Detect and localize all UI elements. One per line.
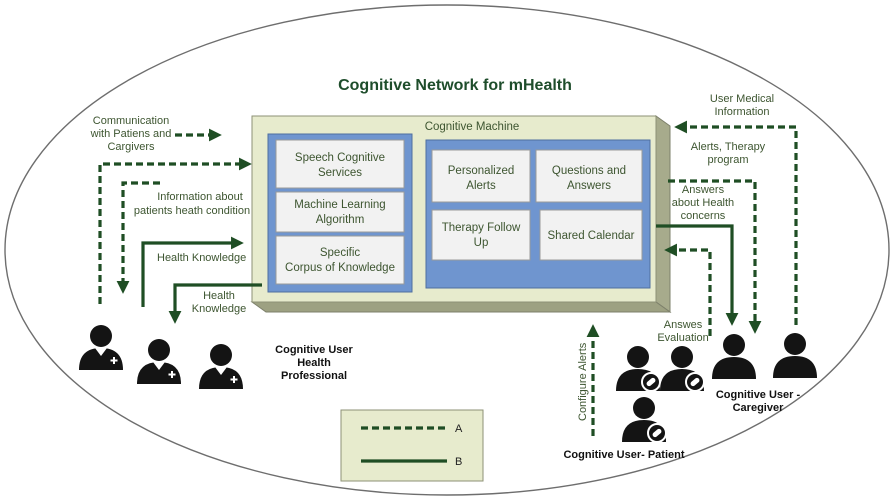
feature-box-therapy-line1: Therapy Follow — [442, 222, 521, 234]
feature-box-alerts-line1: Personalized — [448, 165, 514, 177]
service-box-corpus-line1: Specific — [320, 247, 361, 259]
professional-label-line2: Health — [297, 357, 331, 369]
feature-box-qa-line1: Questions and — [552, 165, 626, 177]
arrow-health-knowledge-in — [141, 236, 244, 307]
caregiver-group: Cognitive User - Caregiver — [712, 333, 817, 414]
service-box-ml-line1: Machine Learning — [294, 199, 385, 211]
arrow-answers — [656, 224, 739, 326]
label-communication-line2: with Patiens and — [90, 128, 172, 140]
label-user-medical-line1: User Medical — [710, 93, 774, 105]
label-health-knowledge-out: Health Knowledge — [192, 290, 246, 315]
feature-box-alerts-line2: Alerts — [466, 180, 496, 192]
arrow-professional-feedback — [98, 157, 252, 304]
arrow-information — [116, 181, 160, 294]
feature-box-qa: Questions and Answers — [535, 149, 643, 203]
label-answes-evaluation: Answes Evaluation — [657, 319, 708, 344]
legend-dashed-label: A — [455, 423, 463, 435]
patient-label: Cognitive User- Patient — [563, 449, 684, 461]
label-alerts-therapy-line1: Alerts, Therapy — [691, 141, 766, 153]
diagram-title: Cognitive Network for mHealth — [338, 77, 572, 94]
label-configure-alerts: Configure Alerts — [577, 342, 589, 421]
service-box-corpus-line2: Corpus of Knowledge — [285, 262, 395, 274]
feature-box-calendar-line1: Shared Calendar — [548, 230, 635, 242]
label-answers-health-line2: about Health — [672, 197, 734, 209]
label-information-line1: Information about — [157, 191, 243, 203]
label-answers-health-line1: Answers — [682, 184, 725, 196]
label-communication: Communication with Patiens and Cargivers — [90, 115, 172, 153]
feature-box-calendar: Shared Calendar — [539, 209, 643, 261]
patient-group: Cognitive User- Patient — [563, 345, 705, 461]
label-health-knowledge-in: Health Knowledge — [157, 252, 246, 264]
service-box-ml-line2: Algorithm — [316, 214, 365, 226]
caregiver-label-line2: Caregiver — [733, 402, 784, 414]
machine-title: Cognitive Machine — [425, 121, 520, 133]
feature-box-alerts: Personalized Alerts — [431, 149, 531, 203]
label-answes-evaluation-line2: Evaluation — [657, 332, 708, 344]
feature-box-qa-line2: Answers — [567, 180, 611, 192]
service-box-ml: Machine Learning Algorithm — [275, 191, 405, 233]
legend: A B — [340, 409, 484, 482]
label-user-medical: User Medical Information — [710, 93, 774, 118]
arrow-evaluation — [664, 243, 712, 336]
label-alerts-therapy: Alerts, Therapy program — [691, 141, 766, 166]
label-answers-health: Answers about Health concerns — [672, 184, 734, 222]
label-information-line2: patients heath condition — [134, 205, 250, 217]
label-alerts-therapy-line2: program — [708, 154, 749, 166]
label-communication-line1: Communication — [93, 115, 169, 127]
feature-box-therapy-line2: Up — [474, 237, 489, 249]
caregiver-label-line1: Cognitive User - — [716, 389, 801, 401]
arrow-health-knowledge-out — [168, 283, 262, 324]
label-answes-evaluation-line1: Answes — [664, 319, 703, 331]
label-health-knowledge-out-line1: Health — [203, 290, 235, 302]
professional-label-line3: Professional — [281, 370, 347, 382]
professional-label-line1: Cognitive User — [275, 344, 353, 356]
label-health-knowledge-out-line2: Knowledge — [192, 303, 246, 315]
label-communication-line3: Cargivers — [107, 141, 155, 153]
label-information: Information about patients heath conditi… — [134, 191, 250, 217]
feature-box-therapy: Therapy Follow Up — [431, 209, 531, 261]
arrow-alerts-therapy — [668, 179, 762, 334]
arrow-user-medical — [674, 120, 798, 325]
service-box-corpus: Specific Corpus of Knowledge — [275, 235, 405, 285]
label-answers-health-line3: concerns — [681, 210, 726, 222]
service-box-speech: Speech Cognitive Services — [275, 139, 405, 189]
service-box-speech-line2: Services — [318, 167, 362, 179]
health-professional-group: Cognitive User Health Professional — [79, 325, 354, 389]
legend-solid-label: B — [455, 456, 462, 468]
service-box-speech-line1: Speech Cognitive — [295, 152, 385, 164]
label-user-medical-line2: Information — [714, 106, 769, 118]
